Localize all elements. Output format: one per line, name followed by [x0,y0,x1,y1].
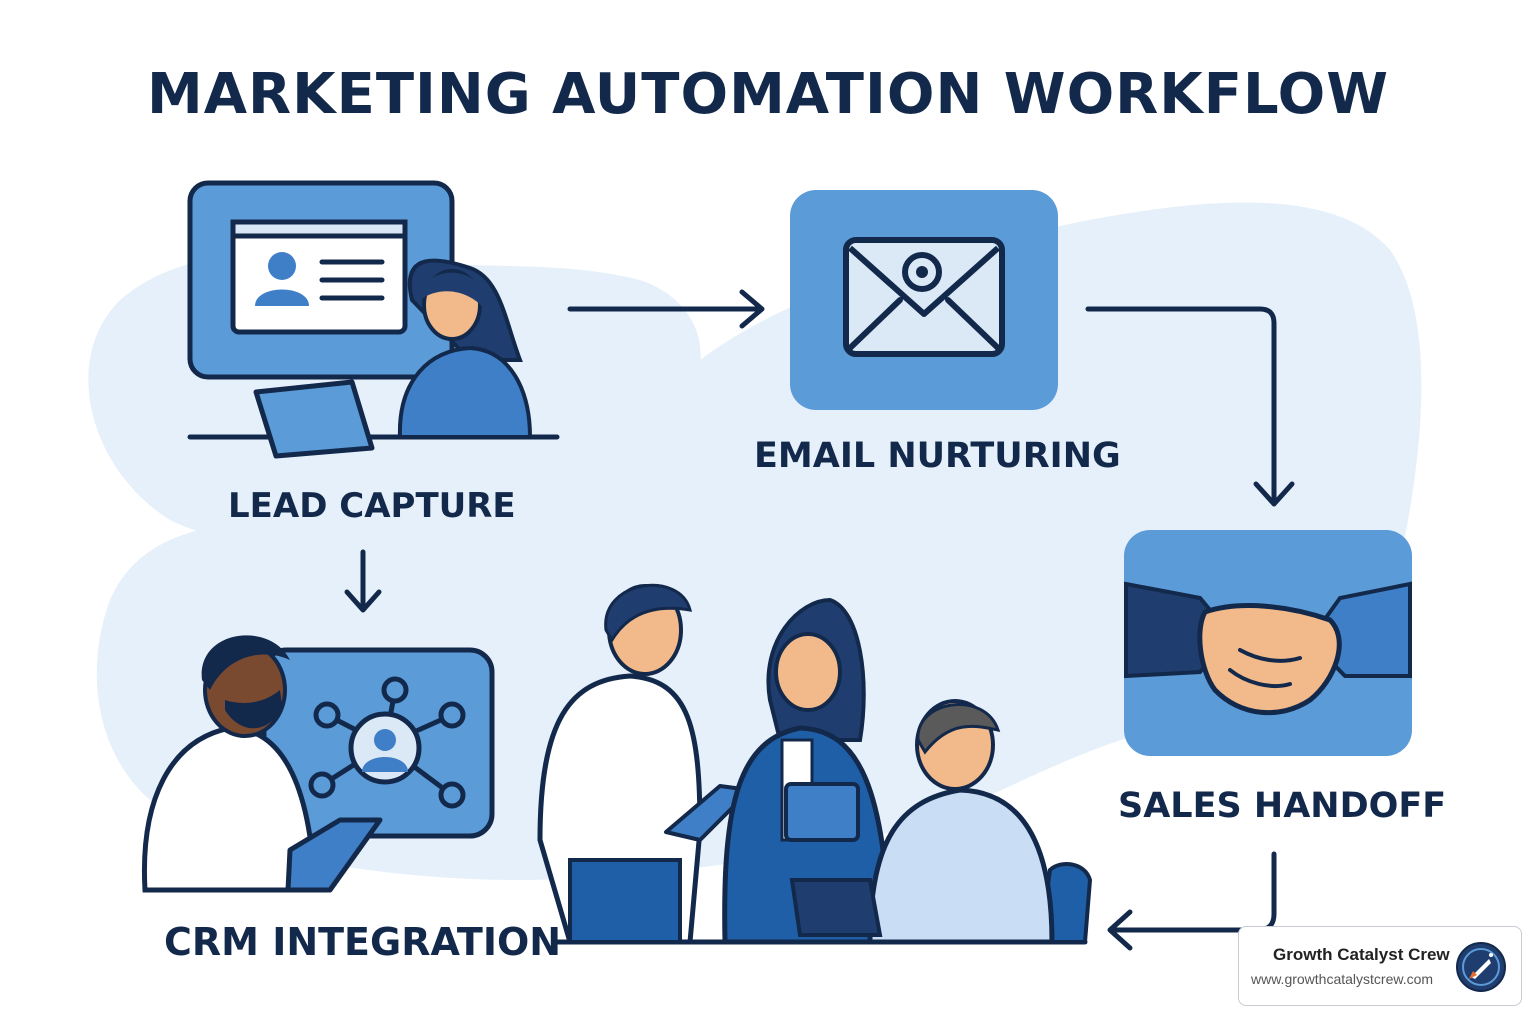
team-member [789,699,1093,945]
flow-arrows [344,289,1295,951]
lead-capture-illustration [187,180,560,459]
crm-integration-illustration [141,635,495,893]
sales-handoff-label: SALES HANDOFF [1118,786,1447,826]
profile-icon [255,252,309,306]
arrow-lead-to-email [567,289,765,329]
sales-handoff-tile [1124,530,1412,756]
page-title: MARKETING AUTOMATION WORKFLOW [146,62,1390,127]
team-group-illustration [537,583,1093,945]
email-nurturing-tile [790,190,1058,410]
rocket-logo-icon [1456,942,1506,992]
brand-watermark: Growth Catalyst Crew www.growthcatalystc… [1238,926,1522,1006]
laptop-icon [253,379,375,459]
handshake-icon [1124,581,1412,716]
woman-at-laptop [397,258,533,439]
team-member [537,583,752,945]
brand-name: Growth Catalyst Crew [1273,945,1450,964]
brand-url: www.growthcatalystcrew.com [1251,971,1434,987]
lead-capture-label: LEAD CAPTURE [228,486,516,526]
arrow-email-to-sales [1085,306,1295,507]
man-with-tablet [141,635,383,893]
envelope-icon [843,237,1005,357]
crm-integration-label: CRM INTEGRATION [164,920,562,964]
email-nurturing-label: EMAIL NURTURING [754,436,1121,476]
arrow-lead-to-crm [344,549,382,613]
